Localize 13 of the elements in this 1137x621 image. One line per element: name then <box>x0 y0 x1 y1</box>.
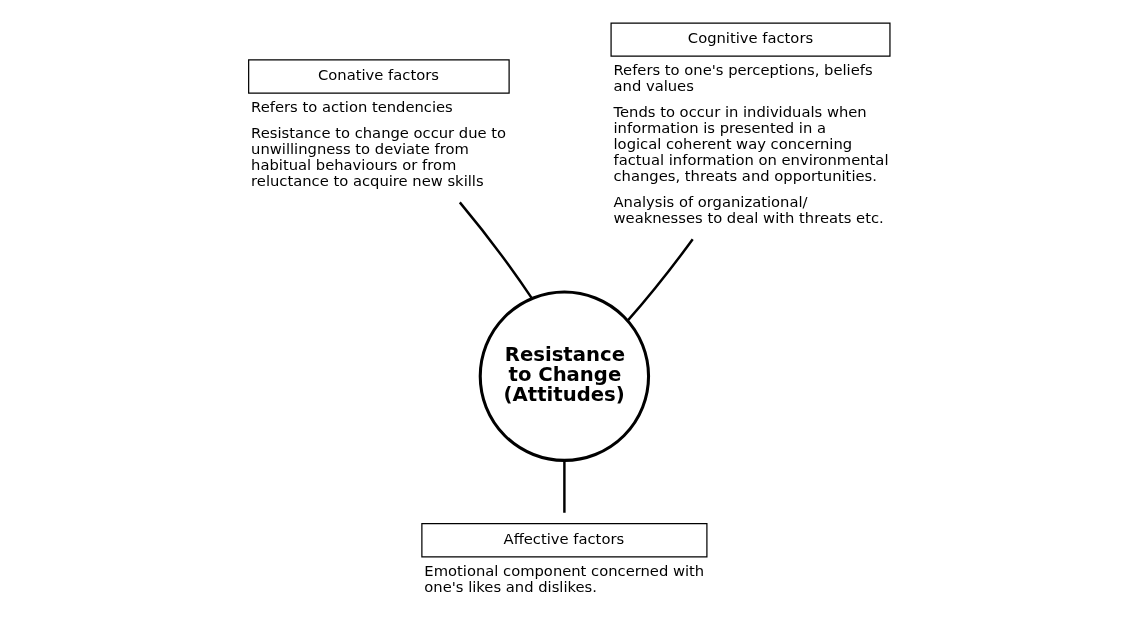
node-label: Analysis of organizational/ weaknesses to deal with threats etc. <box>613 192 884 226</box>
node-label: Emotional component concerned with one's likes and dislikes. <box>423 561 704 595</box>
node-circle: Resistance to Change (Attitudes) <box>478 290 650 462</box>
node-box: Affective factors <box>420 523 707 558</box>
node-box: Conative factors <box>247 59 510 94</box>
connector <box>626 238 694 322</box>
node-label: Resistance to change occur due to unwillingness to deviate from habitual behaviours or from reluctance to acquire new skills <box>250 124 506 189</box>
node-box: Cognitive factors <box>609 22 891 57</box>
node-label: Refers to one's perceptions, beliefs and values <box>613 61 873 95</box>
connector <box>458 201 533 299</box>
node-label: Refers to action tendencies <box>250 98 453 116</box>
connector <box>562 460 566 513</box>
node-label: Tends to occur in individuals when information is presented in a logical coherent way concerning factual information on environmental changes, threats and opportunities. <box>613 103 888 185</box>
